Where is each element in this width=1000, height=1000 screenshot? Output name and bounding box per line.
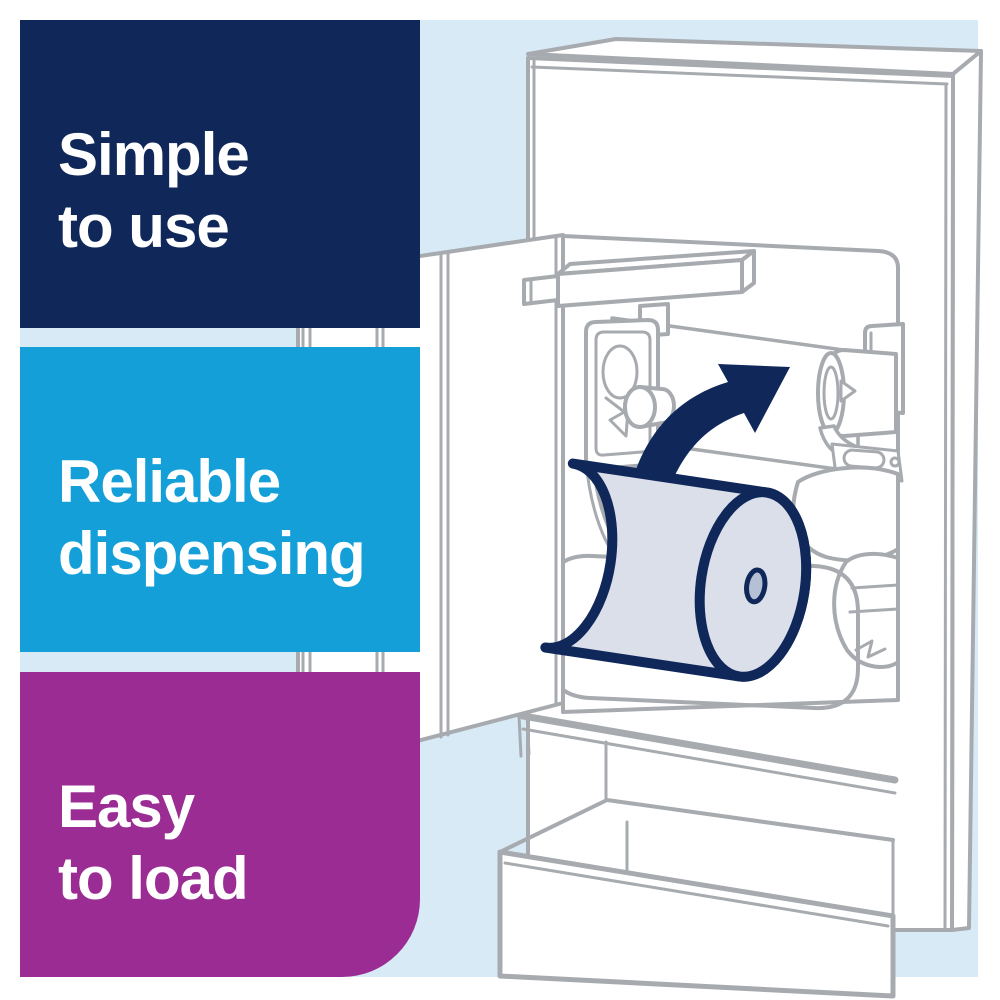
banner-reliable-dispensing-label: Reliable dispensing: [58, 448, 366, 587]
right-roll-holder: [816, 322, 905, 461]
banner-simple-to-use: Simple to use: [20, 20, 420, 328]
lower-bin: [497, 798, 896, 999]
banner-simple-to-use-label: Simple to use: [58, 121, 250, 260]
roll-core: [744, 567, 768, 605]
banner-easy-to-load: Easy to load: [20, 672, 420, 977]
paper-roll: [540, 458, 812, 682]
left-roll-holder: [584, 318, 676, 594]
dispenser-cabinet: [296, 37, 983, 999]
front-chute-window: [546, 553, 860, 711]
banner-reliable-dispensing: Reliable dispensing: [20, 347, 420, 652]
banner-easy-to-load-label: Easy to load: [58, 773, 249, 912]
module-bottom-edge: [519, 712, 899, 784]
